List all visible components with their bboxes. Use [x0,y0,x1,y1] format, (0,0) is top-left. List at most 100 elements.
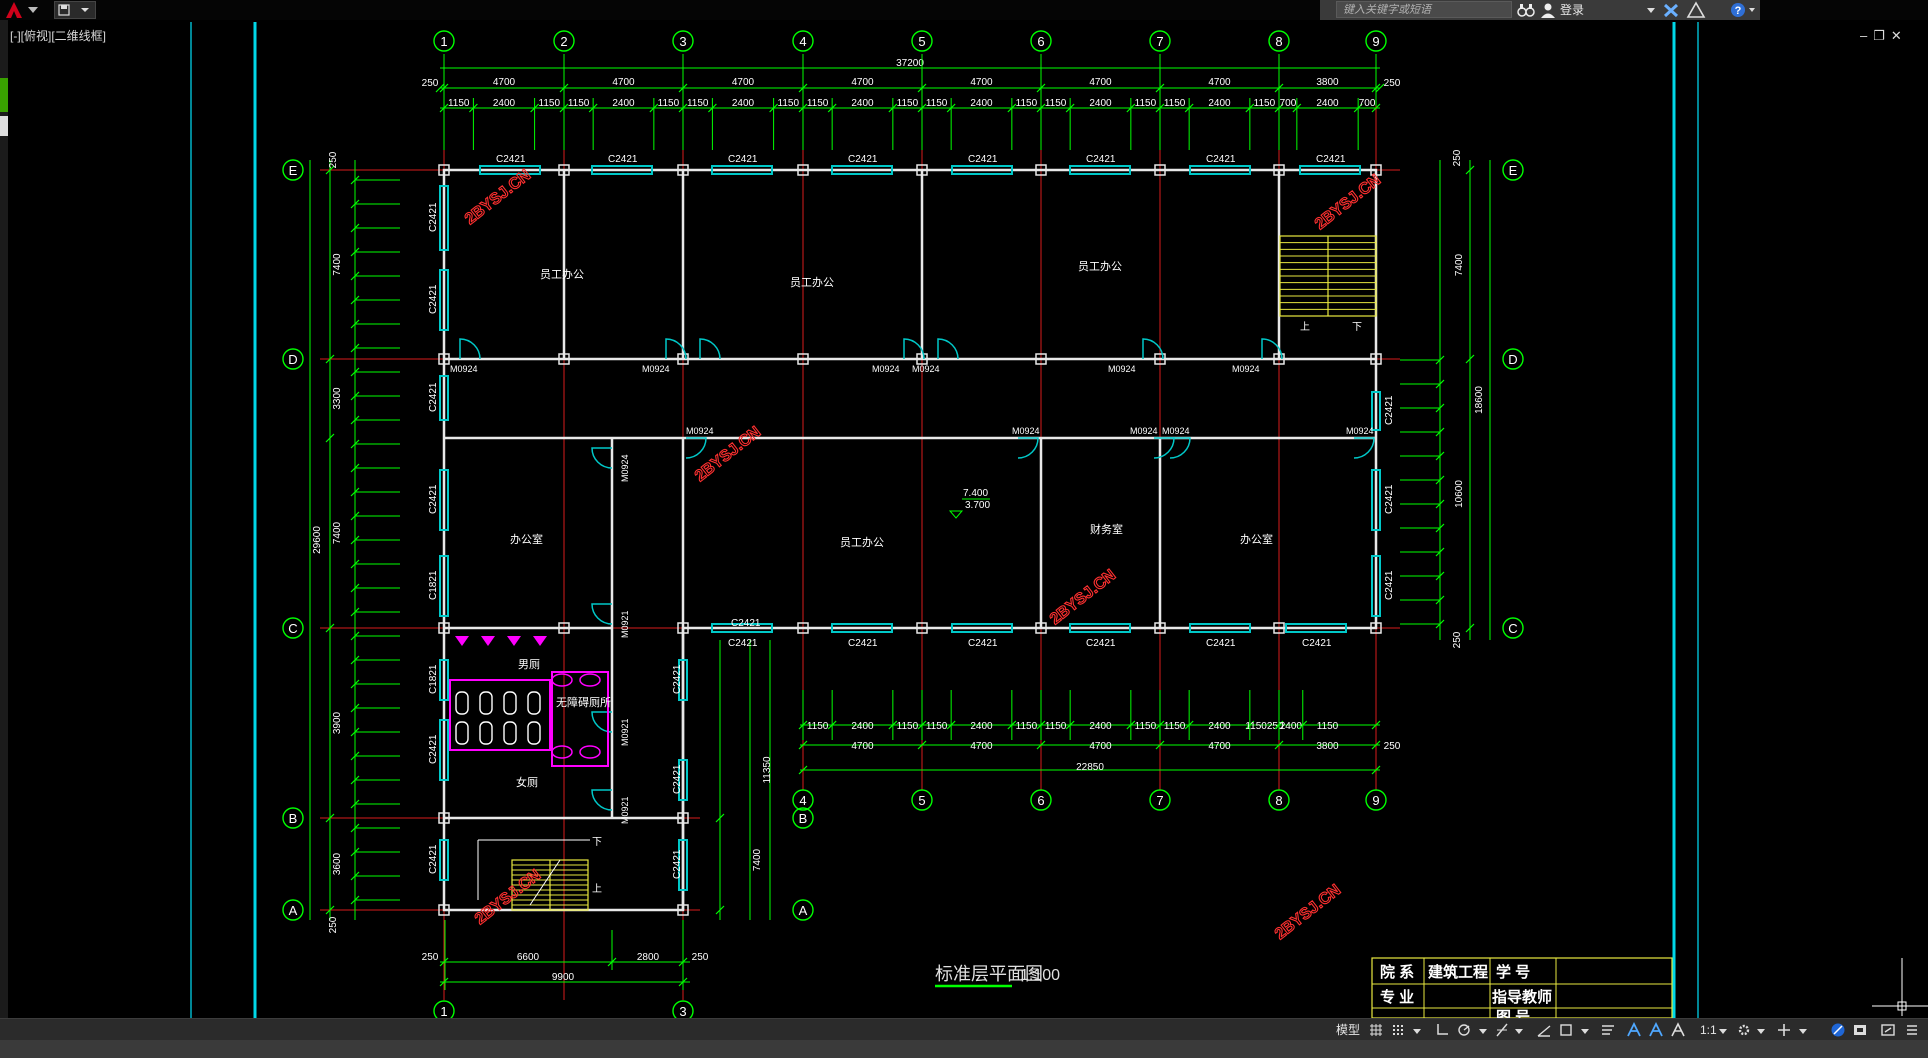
title-bar: 登录 ? [0,0,1928,20]
binoculars-icon[interactable] [1516,1,1536,19]
door-swing [1169,437,1191,459]
palette-tab[interactable] [0,78,8,112]
dim-text: 1150 [1254,98,1276,109]
restore-icon[interactable]: ❐ [1873,28,1891,43]
dim-tick [439,977,449,987]
chevron-down-icon[interactable] [1514,1022,1524,1038]
close-icon[interactable]: ✕ [1890,28,1908,43]
room-label-r3: 员工办公 [1078,260,1122,273]
axis-bubble [792,807,814,829]
window [439,659,449,701]
isodraft-icon[interactable] [1494,1022,1510,1038]
title-block-row3-left: ... [1380,1009,1393,1018]
chevron-down-icon[interactable] [1756,1022,1766,1038]
dim-text: 250 [328,916,339,933]
room-label-r4: 办公室 [510,532,543,546]
polar-tracking-icon[interactable] [1456,1022,1472,1038]
axis-bubble [792,789,814,811]
window-tag: C2421 [428,382,439,412]
window [1299,165,1361,175]
chevron-down-icon[interactable] [1412,1022,1422,1038]
dim-tick [1465,623,1475,633]
dim-text: 1150 [1135,721,1157,732]
isolate-objects-icon[interactable] [1830,1022,1846,1038]
axis-bubble [282,159,304,181]
chevron-down-icon[interactable] [1798,1022,1808,1038]
plus-icon[interactable] [1776,1022,1792,1038]
title-block-college-label: 院 系 [1380,963,1414,981]
viewport-controls-label[interactable]: [-][俯视][二维线框] [10,29,107,43]
watermark-text: 2BYSJ.CN [472,867,544,929]
door-tag: M0924 [620,454,630,482]
axis-bubble [1030,30,1052,52]
door-swing [1142,338,1164,360]
annotation-monitor-icon[interactable] [1626,1022,1642,1038]
drawing-window-controls[interactable]: –❐✕ [1860,28,1908,44]
axis-top-8: 8 [1275,34,1282,49]
dim-tick [350,367,360,377]
room-label-r9: 女厕 [516,775,538,789]
title-block: 院 系 建筑工程 学 号 专 业 指导教师 ... 图 号 [1371,957,1673,1018]
dim-tick [350,391,360,401]
workspace-gear-icon[interactable] [1736,1022,1752,1038]
dim-text: 1150 [778,98,800,109]
object-snap-icon[interactable] [1558,1022,1574,1038]
model-space-button[interactable]: 模型 [1336,1023,1361,1037]
login-button[interactable]: 登录 [1560,3,1585,17]
grid-display-icon[interactable] [1368,1022,1384,1038]
dim-wing-total: 9900 [552,972,575,983]
axis-left-A: A [289,903,298,918]
annotation-scale-dropdown[interactable]: 1:1 [1700,1023,1717,1037]
exchange-icon[interactable] [1662,1,1680,19]
help-icon[interactable]: ? [1730,1,1760,19]
window [1069,165,1131,175]
dim-text: 2400 [1208,98,1231,109]
object-snap-tracking-icon[interactable] [1536,1022,1552,1038]
axis-left-E: E [289,163,298,178]
dim-tick [350,823,360,833]
chevron-down-icon[interactable] [1580,1022,1590,1038]
chevron-down-icon[interactable] [1718,1022,1728,1038]
annotation-visibility-icon[interactable] [1648,1022,1664,1038]
toilet-icon [503,691,517,715]
dim-text: 7400 [332,253,343,276]
hardware-acceleration-icon[interactable] [1852,1022,1868,1038]
window [1371,555,1381,617]
dim-text: 1150 [1317,721,1339,732]
autodesk-a360-icon[interactable] [1686,1,1706,19]
chevron-down-icon[interactable] [1646,1,1656,19]
lineweight-icon[interactable] [1600,1022,1616,1038]
door-swing [937,338,959,360]
dim-text: 250 [328,151,339,168]
palette-tab[interactable] [0,116,8,136]
customization-menu-icon[interactable] [1904,1022,1920,1038]
door-swing [591,447,613,469]
command-line-strip[interactable] [0,1040,1928,1058]
door-tag: M0921 [620,718,630,746]
left-palette-strip[interactable] [0,20,8,1038]
quick-access-toolbar[interactable] [54,1,96,19]
dim-tick [1465,354,1475,364]
window-tag: C2421 [848,638,878,649]
user-icon [1541,3,1555,18]
application-menu-button[interactable] [4,1,48,19]
chevron-down-icon[interactable] [1478,1022,1488,1038]
ortho-mode-icon[interactable] [1434,1022,1450,1038]
minimize-icon[interactable]: – [1860,28,1874,43]
annotation-scale-icon[interactable] [1670,1022,1686,1038]
window [439,269,449,331]
washbasin-icon [579,745,601,759]
search-input[interactable] [1336,1,1512,18]
urinal-icon [507,636,521,646]
door-tag: M0924 [1130,426,1158,436]
door-swing [685,437,707,459]
axis-top-3: 3 [679,34,686,49]
clean-screen-icon[interactable] [1880,1022,1896,1038]
window [678,839,688,891]
dim-left-total: 29600 [312,526,323,554]
dim-text: 250 [1452,631,1463,648]
snap-mode-icon[interactable] [1390,1022,1406,1038]
urinal-icon [481,636,495,646]
